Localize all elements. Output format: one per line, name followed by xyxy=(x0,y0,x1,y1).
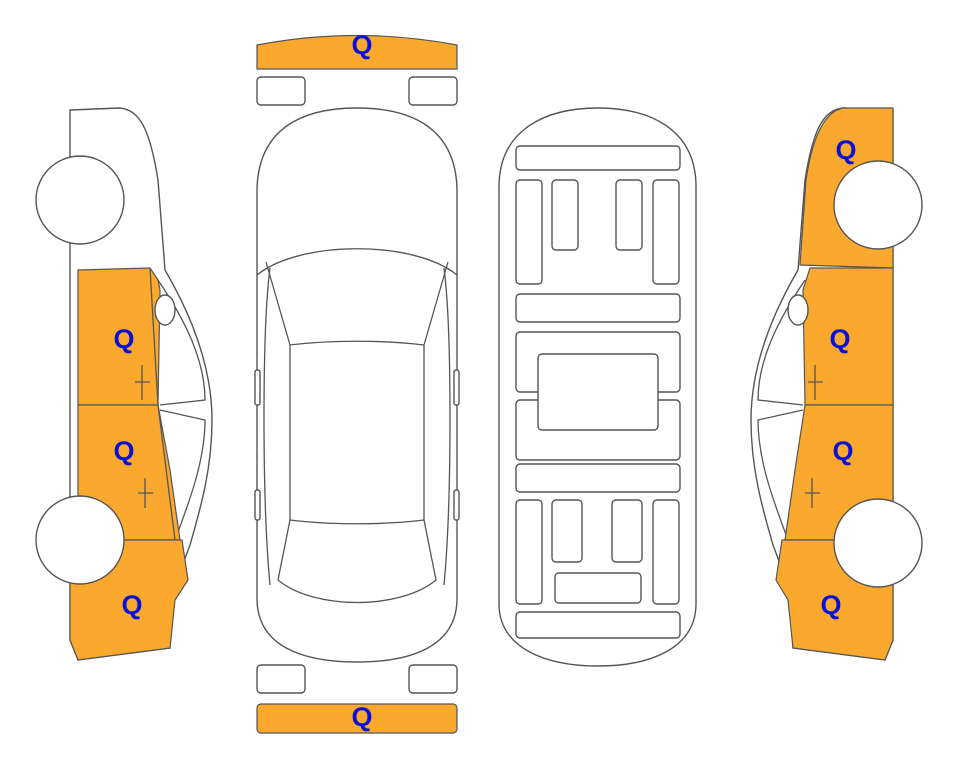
right-front-handle xyxy=(808,365,823,400)
under-front-bar xyxy=(515,145,681,171)
front-bumper[interactable] xyxy=(256,34,458,70)
left-rear-fender-marker: Q xyxy=(113,324,134,354)
left-front-wheel xyxy=(35,495,125,585)
right-rear-door-marker: Q xyxy=(832,436,853,466)
right-front-door[interactable] xyxy=(802,267,894,406)
right-rear-wheel xyxy=(833,498,923,588)
rear-window xyxy=(277,519,437,604)
rear-bumper[interactable] xyxy=(256,703,458,734)
right-front-fender-marker: Q xyxy=(835,135,856,165)
windshield-bottom-line xyxy=(289,340,425,346)
underside-view-car xyxy=(498,107,697,667)
under-rear-bar xyxy=(515,611,681,639)
under-crossmember-2 xyxy=(515,463,681,493)
under-right-rail-rear xyxy=(652,499,680,605)
under-rear-box-right xyxy=(611,499,643,563)
right-rear-window xyxy=(757,409,804,541)
left-rear-window xyxy=(159,409,206,541)
right-side-view-car: Q Q Q Q xyxy=(750,107,923,661)
under-left-rail-front xyxy=(515,179,543,285)
under-center-box xyxy=(537,353,659,431)
rear-bumper-marker: Q xyxy=(351,702,372,732)
right-rear-handle xyxy=(805,478,820,508)
bottom-left-lamp xyxy=(256,664,306,694)
left-front-handle xyxy=(135,365,150,400)
front-bumper-marker: Q xyxy=(351,30,372,60)
left-rear-wheel xyxy=(35,155,125,245)
a-pillars xyxy=(265,261,449,346)
right-rear-fender-marker: Q xyxy=(820,590,841,620)
under-crossmember-1 xyxy=(515,293,681,323)
right-front-wheel xyxy=(833,160,923,250)
under-front-box-left xyxy=(551,179,579,251)
right-mirror-shape xyxy=(787,294,809,326)
left-rear-handle xyxy=(138,478,153,508)
top-left-lamp xyxy=(256,76,306,106)
top-view-car: Q Q xyxy=(254,30,460,734)
left-side-view-car: Q Q Q xyxy=(35,107,213,661)
right-mirror xyxy=(453,369,460,406)
right-front-door-marker: Q xyxy=(829,324,850,354)
left-mirror-shape xyxy=(154,294,176,326)
bottom-right-lamp xyxy=(408,664,458,694)
left-door-edge xyxy=(149,267,176,541)
under-front-box-right xyxy=(615,179,643,251)
windshield-top-line xyxy=(256,248,458,276)
left-rear-door-marker: Q xyxy=(113,436,134,466)
under-right-rail-front xyxy=(652,179,680,285)
left-mirror xyxy=(254,369,261,406)
top-right-lamp xyxy=(408,76,458,106)
side-creases xyxy=(263,267,451,586)
under-rear-small-box xyxy=(554,572,642,604)
left-handle xyxy=(254,489,261,521)
top-view-body xyxy=(256,107,458,663)
under-left-rail-rear xyxy=(515,499,543,605)
under-rear-box-left xyxy=(551,499,583,563)
roof-sides xyxy=(289,345,425,520)
right-handle xyxy=(453,489,460,521)
left-front-fender-marker: Q xyxy=(121,590,142,620)
